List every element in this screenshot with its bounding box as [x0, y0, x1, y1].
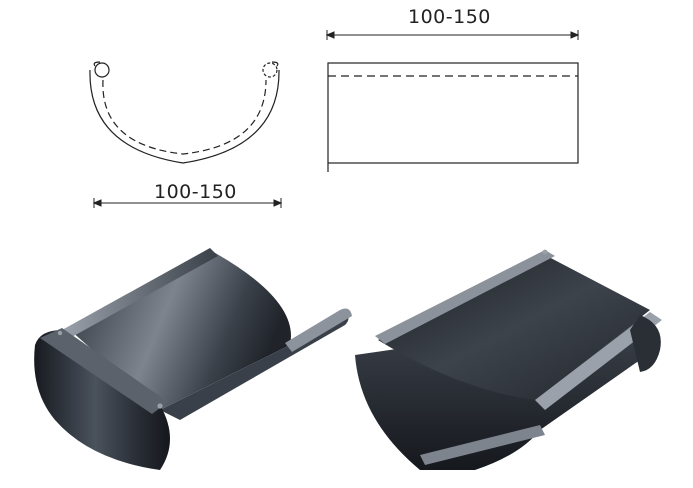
gutter-photo-left — [34, 248, 352, 470]
profile-outer-outline — [89, 69, 280, 164]
gutter-photo-right — [355, 249, 662, 470]
profile-bead-left — [94, 62, 110, 78]
side-view-rect — [327, 62, 579, 164]
profile-inner-dashed — [102, 79, 267, 155]
length-dimension-label: 100-150 — [408, 6, 491, 28]
profile-rim-left — [93, 61, 101, 67]
profile-rim-right — [271, 61, 279, 67]
width-dimension — [92, 198, 283, 208]
width-dimension-label: 100-150 — [154, 181, 237, 203]
length-dimension — [325, 30, 580, 40]
profile-view — [89, 61, 280, 164]
profile-bead-right — [262, 62, 278, 78]
side-view — [327, 62, 579, 172]
